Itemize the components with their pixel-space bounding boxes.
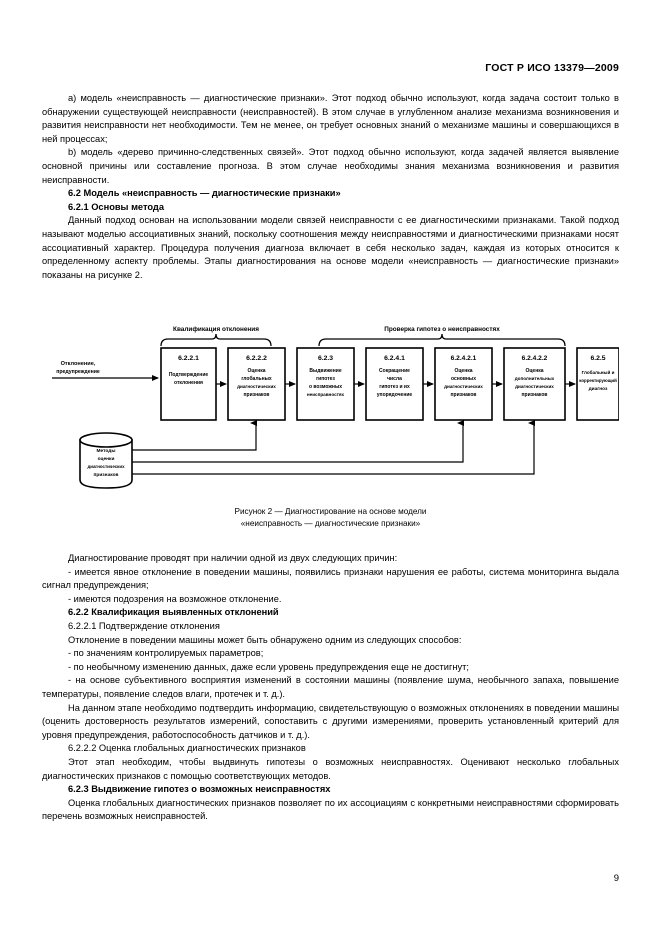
box-line: диагностических	[444, 384, 483, 389]
brace-right	[318, 333, 566, 347]
box-line: признаков	[522, 392, 548, 398]
box-line: диагностических	[237, 384, 276, 389]
box-number: 6.2.4.2.2	[522, 355, 548, 362]
box-number: 6.2.2.1	[178, 355, 199, 362]
paragraph-6-2-1-body: Данный подход основан на использовании м…	[42, 215, 619, 280]
box-line: Оценка	[454, 368, 472, 374]
heading-6-2-2: 6.2.2 Квалификация выявленных отклонений	[68, 607, 279, 618]
box-line: гипотез	[316, 376, 335, 382]
box-line: диагноз	[589, 387, 608, 392]
box-line: неисправностях	[307, 392, 345, 397]
figure-caption-line-1: Рисунок 2 — Диагностирование на основе м…	[234, 507, 427, 516]
paragraph-item-a: а) модель «неисправность — диагностическ…	[42, 93, 619, 144]
document-header-standard-number: ГОСТ Р ИСО 13379—2009	[485, 62, 619, 74]
bullet-suspicion: - имеются подозрения на возможное отклон…	[68, 593, 282, 604]
figure-2-caption: Рисунок 2 — Диагностирование на основе м…	[42, 506, 619, 530]
brace-left	[160, 333, 272, 347]
process-box-6-2-4-2-2: 6.2.4.2.2 Оценка дополнительных диагност…	[503, 347, 566, 421]
box-number: 6.2.4.2.1	[451, 355, 477, 362]
box-line: диагностических	[515, 384, 554, 389]
paragraph-diagnosis-reasons: Диагностирование проводят при наличии од…	[68, 553, 398, 563]
box-line: Оценка	[525, 368, 543, 374]
box-line: признаков	[244, 392, 270, 398]
paragraph-global-signs: Этот этап необходим, чтобы выдвинуть гип…	[42, 756, 619, 781]
box-line: Подтверждение	[169, 372, 209, 378]
box-line: глобальных	[241, 375, 272, 382]
heading-6-2-3: 6.2.3 Выдвижение гипотез о возможных неи…	[68, 784, 331, 795]
group-label-left: Квалификация отклонения	[173, 326, 259, 333]
group-label-right: Проверка гипотез о неисправностях	[384, 326, 500, 333]
bullet-subjective-perception: - на основе субъективного восприятия изм…	[42, 675, 619, 699]
database-line: Методы	[97, 448, 116, 454]
heading-6-2-2-2: 6.2.2.2 Оценка глобальных диагностически…	[68, 743, 306, 754]
box-line: упорядочение	[377, 392, 413, 398]
heading-6-2: 6.2 Модель «неисправность — диагностичес…	[68, 188, 341, 199]
box-number: 6.2.5	[590, 355, 605, 362]
input-label-line2: предупреждение	[56, 369, 100, 375]
heading-6-2-1: 6.2.1 Основы метода	[68, 201, 164, 212]
box-number: 6.2.4.1	[384, 355, 405, 362]
box-line: корректирующий	[579, 378, 617, 383]
db-feed-box-5	[132, 420, 464, 463]
process-box-6-2-5: 6.2.5 Глобальный и корректирующий диагно…	[576, 347, 619, 421]
diagnosis-flow-diagram: Квалификация отклонения Проверка гипотез…	[52, 326, 619, 489]
process-box-6-2-2-2: 6.2.2.2 Оценка глобальных диагностически…	[227, 347, 286, 421]
database-line: диагностических	[87, 464, 125, 469]
process-box-6-2-2-1: 6.2.2.1 Подтверждение отклонения	[160, 347, 217, 421]
box-line: основных	[451, 376, 476, 382]
process-box-6-2-4-2-1: 6.2.4.2.1 Оценка основных диагностически…	[434, 347, 493, 421]
paragraph-confirm-info: На данном этапе необходимо подтвердить и…	[42, 702, 619, 740]
paragraph-detection-methods: Отклонение в поведении машины может быть…	[68, 634, 462, 645]
box-line: дополнительных	[515, 376, 555, 381]
figure-caption-line-2: «неисправность — диагностические признак…	[240, 519, 421, 528]
figure-2-diagram: Квалификация отклонения Проверка гипотез…	[42, 322, 619, 502]
database-cylinder-methods: Методы оценки диагностических признаков	[79, 432, 133, 489]
body-text-upper: а) модель «неисправность — диагностическ…	[42, 92, 619, 282]
paragraph-hypotheses: Оценка глобальных диагностических призна…	[42, 797, 619, 822]
box-number: 6.2.2.2	[246, 355, 267, 362]
bullet-unusual-change: - по необычному изменению данных, даже е…	[68, 661, 469, 672]
db-feed-box-2	[132, 420, 257, 451]
process-box-6-2-3: 6.2.3 Выдвижение гипотез о возможных неи…	[296, 347, 355, 421]
box-line: числа	[387, 376, 402, 382]
body-text-lower: Диагностирование проводят при наличии од…	[42, 552, 619, 824]
db-feed-box-6	[132, 420, 535, 475]
box-line: Сокращение	[379, 368, 410, 374]
box-line: Глобальный и	[582, 369, 615, 375]
database-line: признаков	[94, 473, 119, 478]
box-line: Оценка	[247, 368, 265, 374]
bullet-deviation-evident: - имеется явное отклонение в поведении м…	[42, 566, 619, 591]
box-line: гипотез и их	[379, 384, 410, 390]
box-line: Выдвижение	[309, 368, 342, 374]
process-box-6-2-4-1: 6.2.4.1 Сокращение числа гипотез и их уп…	[365, 347, 424, 421]
box-line: признаков	[451, 392, 477, 398]
page-number: 9	[613, 873, 619, 884]
input-label-line1: Отклонение,	[61, 361, 96, 367]
box-number: 6.2.3	[318, 355, 333, 362]
database-line: оценки	[98, 457, 115, 462]
box-line: о возможных	[309, 384, 342, 390]
paragraph-item-b: b) модель «дерево причинно-следственных …	[42, 147, 619, 185]
box-line: отклонения	[174, 380, 203, 386]
heading-6-2-2-1: 6.2.2.1 Подтверждение отклонения	[68, 620, 220, 631]
bullet-monitored-params: - по значениям контролируемых параметров…	[68, 648, 264, 659]
